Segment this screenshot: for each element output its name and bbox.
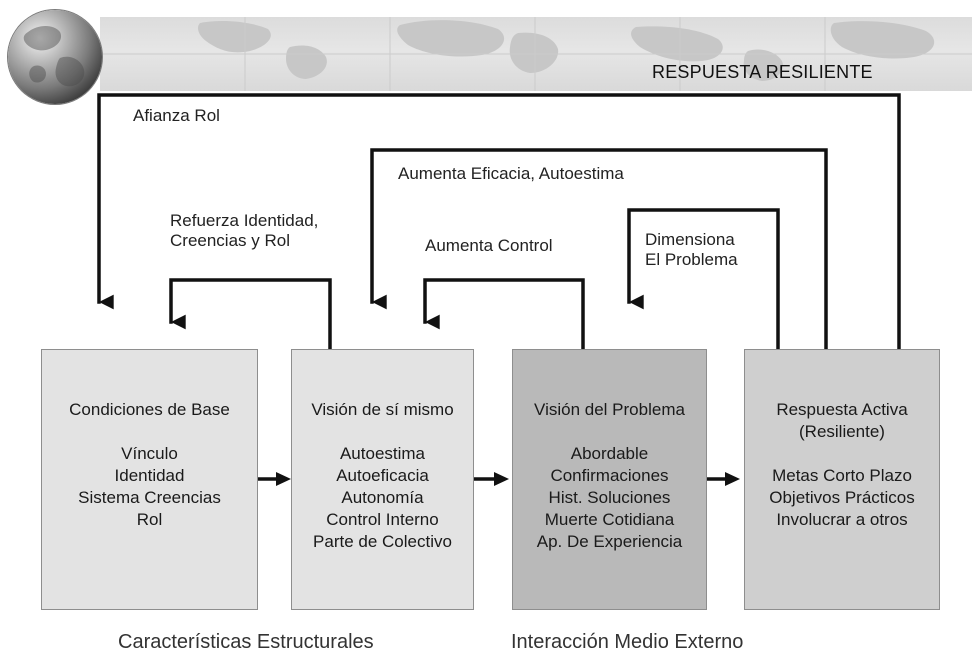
label-refuerza-line-1: Refuerza Identidad, [170, 211, 319, 230]
label-refuerza: Refuerza Identidad, Creencias y Rol [170, 211, 318, 252]
box-vision-problema-item: Confirmaciones [550, 466, 669, 485]
box-condiciones-base-item: Rol [136, 510, 163, 529]
loop-refuerza-line [169, 278, 332, 351]
label-aumenta-eficacia: Aumenta Eficacia, Autoestima [398, 164, 624, 184]
box-vision-problema-item: Abordable [570, 444, 649, 463]
box-condiciones-base: Condiciones de Base Vínculo Identidad Si… [41, 349, 258, 610]
label-aumenta-control: Aumenta Control [425, 236, 553, 256]
globe-icon [8, 10, 102, 104]
box-condiciones-base-item: Sistema Creencias [78, 488, 221, 507]
label-aumenta-eficacia-text: Aumenta Eficacia, Autoestima [398, 164, 624, 183]
label-afianza-rol-text: Afianza Rol [133, 106, 220, 125]
box-condiciones-base-item: Identidad [114, 466, 185, 485]
box-vision-si-mismo-spacer [292, 421, 473, 443]
header-band [100, 17, 972, 91]
page-title: RESPUESTA RESILIENTE [652, 62, 873, 82]
box-respuesta-activa-title-2: (Resiliente) [799, 422, 885, 441]
box-vision-si-mismo-item: Control Interno [326, 510, 439, 529]
arrow-self-to-problem-head [494, 472, 509, 486]
box-respuesta-activa-item: Involucrar a otros [776, 510, 908, 529]
loop-aumenta-control-line [423, 278, 585, 351]
box-condiciones-base-title: Condiciones de Base [69, 400, 230, 419]
arrow-problem-to-response-head [725, 472, 740, 486]
label-dimensiona-line-1: Dimensiona [645, 230, 735, 249]
footer-label-structural: Características Estructurales [118, 631, 374, 653]
box-condiciones-base-spacer [42, 421, 257, 443]
label-refuerza-line-2: Creencias y Rol [170, 231, 290, 251]
loop-aumenta-eficacia-line [370, 148, 828, 351]
box-respuesta-activa: Respuesta Activa (Resiliente) Metas Cort… [744, 349, 940, 610]
box-respuesta-activa-item: Objetivos Prácticos [769, 488, 915, 507]
box-vision-si-mismo-item: Autonomía [341, 488, 424, 507]
world-map-watermark [100, 17, 972, 91]
label-afianza-rol: Afianza Rol [133, 106, 220, 126]
box-vision-problema: Visión del Problema Abordable Confirmaci… [512, 349, 707, 610]
arrow-base-to-self-head [276, 472, 291, 486]
box-vision-problema-spacer [513, 421, 706, 443]
box-vision-si-mismo: Visión de sí mismo Autoestima Autoeficac… [291, 349, 474, 610]
loop-dimensiona-line [627, 208, 780, 351]
footer-label-external: Interacción Medio Externo [511, 631, 744, 653]
box-vision-si-mismo-item: Parte de Colectivo [313, 532, 452, 551]
loop-afianza-rol-line [97, 93, 901, 351]
box-respuesta-activa-title-1: Respuesta Activa [776, 400, 908, 419]
box-respuesta-activa-spacer [745, 443, 939, 465]
box-vision-si-mismo-title: Visión de sí mismo [311, 400, 454, 419]
box-vision-problema-item: Muerte Cotidiana [544, 510, 675, 529]
box-vision-problema-item: Hist. Soluciones [548, 488, 671, 507]
box-vision-si-mismo-item: Autoestima [339, 444, 426, 463]
label-aumenta-control-text: Aumenta Control [425, 236, 553, 255]
box-vision-problema-item: Ap. De Experiencia [536, 532, 683, 551]
label-dimensiona-line-2: El Problema [645, 250, 738, 270]
forward-arrows [258, 472, 740, 486]
globe-continents [23, 26, 85, 87]
box-vision-si-mismo-item: Autoeficacia [336, 466, 429, 485]
label-dimensiona: Dimensiona El Problema [645, 230, 738, 271]
box-condiciones-base-item: Vínculo [121, 444, 178, 463]
box-respuesta-activa-item: Metas Corto Plazo [772, 466, 912, 485]
box-vision-problema-title: Visión del Problema [534, 400, 685, 419]
